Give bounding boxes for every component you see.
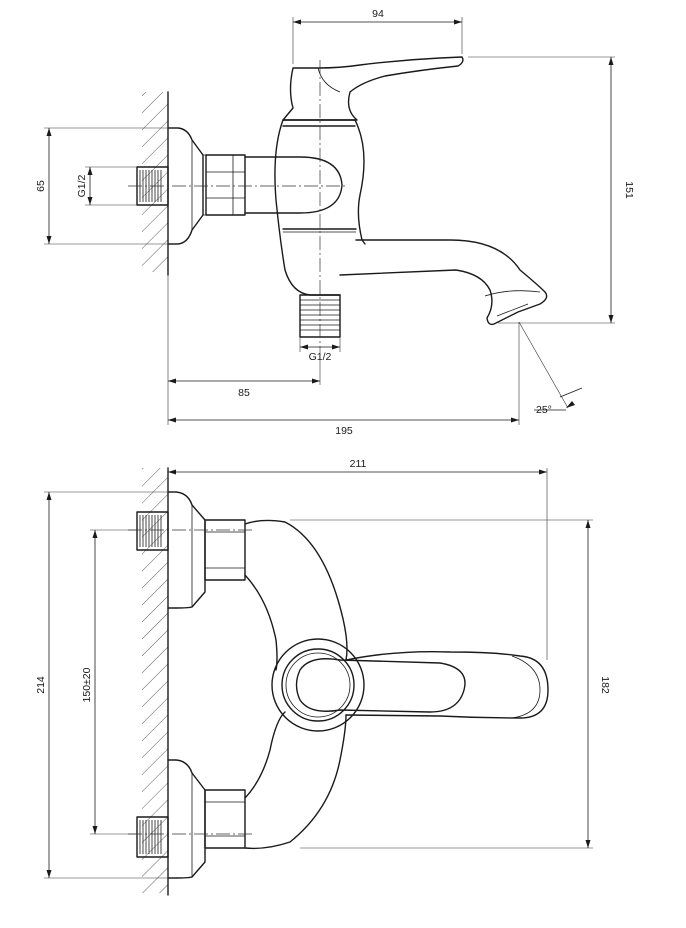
connector-pipe-side	[244, 156, 343, 214]
upper-inlet	[136, 491, 246, 609]
dim-211-label: 211	[350, 458, 367, 470]
side-view: 94 151 65 G1/2	[35, 8, 635, 437]
dim-151-label: 151	[623, 181, 635, 199]
lever-handle-side	[282, 56, 464, 121]
lower-inlet	[136, 759, 246, 879]
spout-side	[339, 239, 548, 326]
faucet-body-side	[274, 119, 366, 296]
dim-65-label: 65	[35, 180, 47, 192]
dim-214: 214	[35, 491, 176, 879]
dim-182-label: 182	[599, 676, 611, 694]
dim-150-label: 150±20	[81, 667, 93, 702]
dim-94: 94	[292, 8, 463, 64]
dim-211: 211	[167, 458, 548, 660]
dim-214-label: 214	[35, 676, 47, 694]
dim-195: 195	[168, 322, 520, 437]
dim-85-label: 85	[238, 387, 250, 399]
dim-182: 182	[290, 519, 611, 849]
dim-195-label: 195	[335, 425, 353, 437]
dim-151: 151	[468, 56, 635, 324]
dim-150-pm-20: 150±20	[81, 529, 137, 835]
dim-85: 85	[167, 275, 321, 425]
top-view: 211 214 150±20 182	[35, 458, 611, 896]
dim-65: 65	[35, 127, 178, 245]
dim-94-label: 94	[372, 8, 384, 20]
dim-g12-left: G1/2	[76, 166, 137, 206]
dim-25-degree: 25°	[518, 321, 583, 416]
cartridge-top	[271, 638, 365, 732]
dim-g12-left-label: G1/2	[76, 174, 88, 197]
lever-handle-top	[295, 650, 549, 719]
hex-nut-side	[205, 154, 246, 216]
faucet-body-top	[244, 519, 348, 850]
dim-25-label: 25°	[536, 404, 552, 416]
